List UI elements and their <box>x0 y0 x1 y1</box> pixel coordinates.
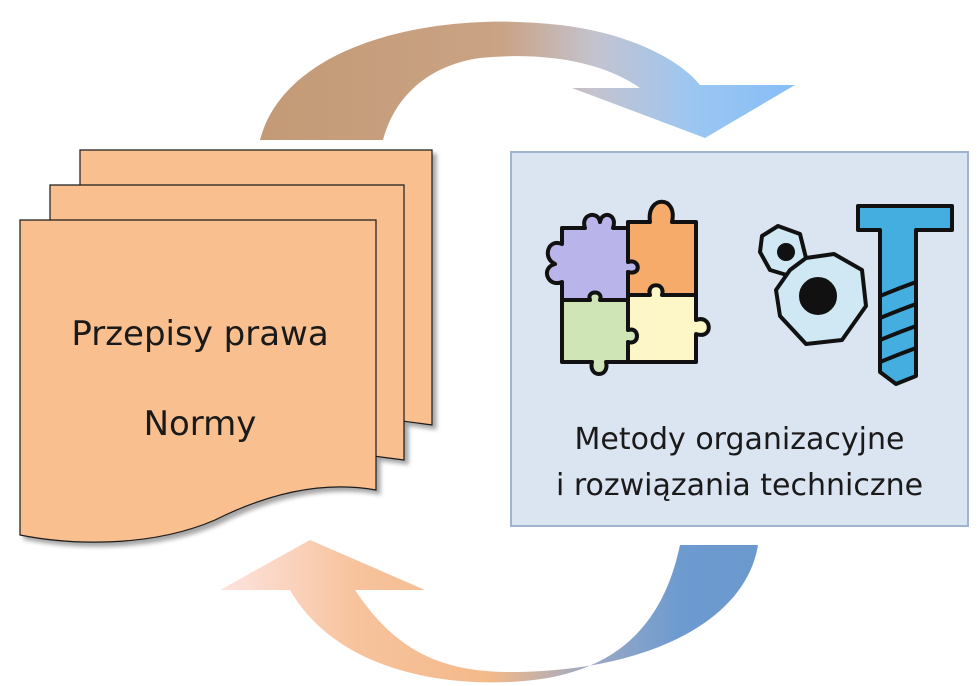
puzzle-icon <box>544 199 711 376</box>
document-stack <box>19 149 433 543</box>
methods-text-line1: Metody organizacyjne <box>574 422 905 457</box>
top-cycle-arrow <box>260 21 795 140</box>
methods-text-line2: i rozwiązania techniczne <box>555 468 924 503</box>
bolt-icon <box>856 204 954 386</box>
document-sheet-front <box>19 219 377 543</box>
document-text-law: Przepisy prawa <box>71 314 329 354</box>
bottom-cycle-arrow <box>220 540 758 683</box>
document-text-standards: Normy <box>143 404 257 444</box>
nut-icon <box>758 224 868 346</box>
